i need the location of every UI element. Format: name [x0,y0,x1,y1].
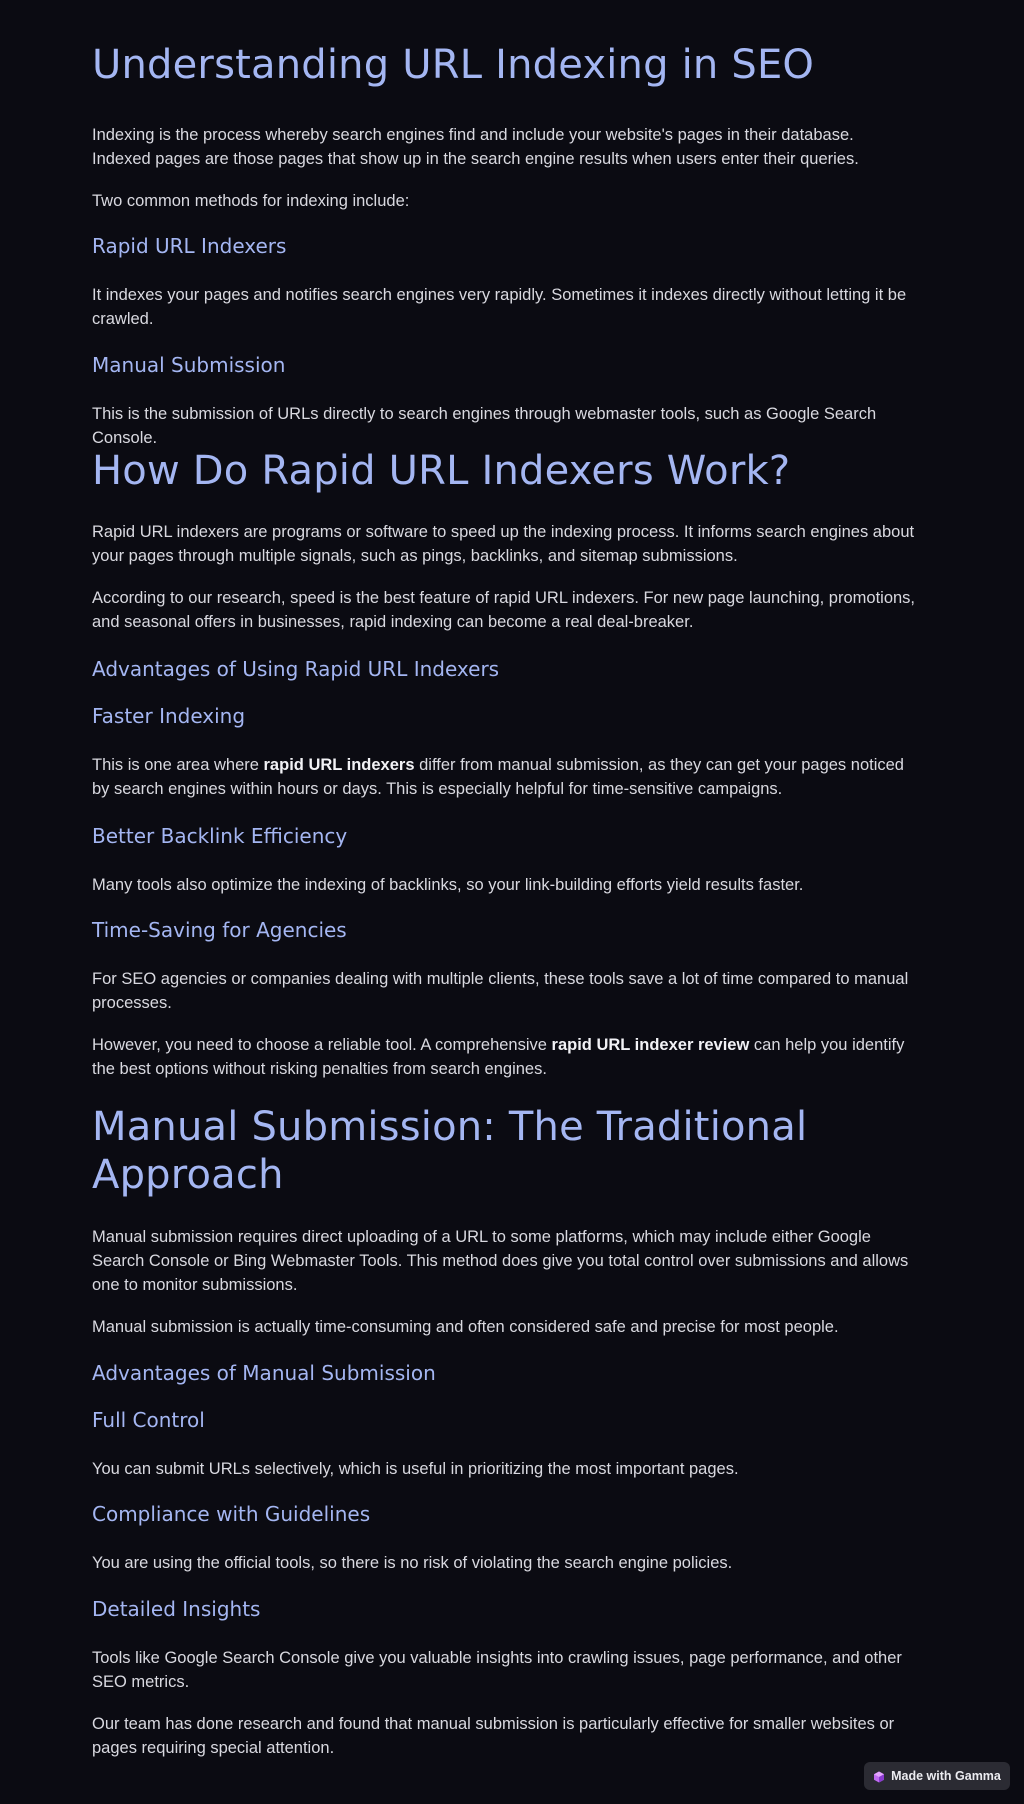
heading-detailed-insights: Detailed Insights [92,1597,261,1621]
section-title-manual-submission-line1: Manual Submission: The Traditional [92,1104,808,1150]
heading-full-control: Full Control [92,1408,205,1432]
badge-label: Made with Gamma [891,1769,1001,1783]
faster-indexing-emphasis: rapid URL indexers [263,756,415,774]
section-title-how-rapid-indexers-work: How Do Rapid URL Indexers Work? [92,448,791,494]
research-speed-paragraph: According to our research, speed is the … [92,589,916,631]
review-emphasis: rapid URL indexer review [551,1036,750,1054]
heading-time-saving-agencies: Time-Saving for Agencies [92,918,347,942]
heading-advantages-manual-submission: Advantages of Manual Submission [92,1361,436,1385]
intro-paragraph: Indexing is the process whereby search e… [92,126,859,168]
backlink-efficiency-paragraph: Many tools also optimize the indexing of… [92,876,804,894]
manual-submission-explanation-paragraph: Manual submission requires direct upload… [92,1228,909,1294]
faster-indexing-text-start: This is one area where [92,756,264,774]
heading-advantages-rapid-indexers: Advantages of Using Rapid URL Indexers [92,657,500,681]
heading-faster-indexing: Faster Indexing [92,704,246,728]
rapid-indexers-explanation-paragraph: Rapid URL indexers are programs or softw… [92,523,915,565]
faster-indexing-paragraph: This is one area where rapid URL indexer… [92,753,912,801]
review-paragraph: However, you need to choose a reliable t… [92,1033,912,1081]
heading-manual-submission: Manual Submission [92,353,286,377]
manual-time-consuming-paragraph: Manual submission is actually time-consu… [92,1318,839,1336]
made-with-gamma-badge[interactable]: Made with Gamma [864,1762,1010,1790]
detailed-insights-paragraph: Tools like Google Search Console give yo… [92,1649,902,1691]
rapid-indexers-paragraph: It indexes your pages and notifies searc… [92,286,907,328]
closing-paragraph: Our team has done research and found tha… [92,1715,895,1757]
methods-lead-paragraph: Two common methods for indexing include: [92,192,410,210]
compliance-paragraph: You are using the official tools, so the… [92,1554,733,1572]
review-text-end: can help you identify the best options w… [92,1036,905,1078]
faster-indexing-text-end: differ from manual submission, as they c… [92,756,904,798]
heading-rapid-url-indexers: Rapid URL Indexers [92,234,287,258]
time-saving-paragraph: For SEO agencies or companies dealing wi… [92,970,909,1012]
full-control-paragraph: You can submit URLs selectively, which i… [92,1460,739,1478]
manual-submission-paragraph: This is the submission of URLs directly … [92,405,877,447]
heading-compliance-guidelines: Compliance with Guidelines [92,1502,371,1526]
heading-better-backlink-efficiency: Better Backlink Efficiency [92,824,348,848]
section-title-url-indexing: Understanding URL Indexing in SEO [92,42,815,88]
gamma-logo-icon [873,1770,885,1783]
section-title-manual-submission-line2: Approach [92,1152,284,1198]
review-text-start: However, you need to choose a reliable t… [92,1036,552,1054]
